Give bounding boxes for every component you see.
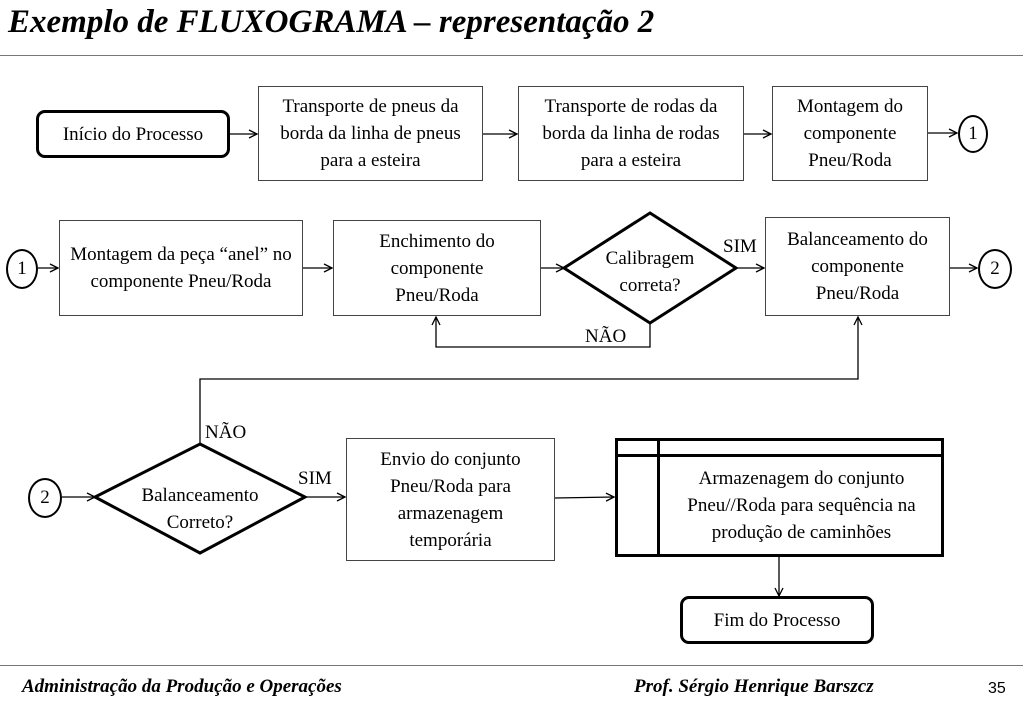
- filling-node: Enchimento do componente Pneu/Roda: [333, 220, 541, 316]
- page-number: 35: [988, 680, 1006, 697]
- balancing-no-label: NÃO: [205, 422, 247, 443]
- arrow-calibration-no-loop: [436, 317, 651, 348]
- storage-node: Armazenagem do conjunto Pneu//Roda para …: [615, 438, 944, 557]
- arrow-balancing-no-loop: [199, 317, 858, 451]
- calibration-decision-shape: [561, 211, 739, 325]
- transport-wheels-node: Transporte de rodas da borda da linha de…: [518, 86, 744, 181]
- assembly-ring-node: Montagem da peça “anel” no componente Pn…: [59, 220, 303, 316]
- transport-tires-node: Transporte de pneus da borda da linha de…: [258, 86, 483, 181]
- footer-course: Administração da Produção e Operações: [22, 676, 342, 697]
- storage-top-band: [618, 454, 941, 457]
- connector-1-in: 1: [6, 249, 38, 289]
- start-node: Início do Processo: [36, 110, 230, 158]
- storage-side-band: [657, 441, 660, 554]
- balancing-node: Balanceamento do componente Pneu/Roda: [765, 217, 950, 316]
- footer-divider: [0, 665, 1023, 666]
- calibration-yes-label: SIM: [723, 236, 757, 257]
- connector-2-out: 2: [978, 249, 1012, 289]
- title-divider: [0, 55, 1023, 56]
- assembly-component-node: Montagem do componente Pneu/Roda: [772, 86, 928, 181]
- connector-2-in: 2: [28, 478, 62, 518]
- arrow-shipping-to-storage: [554, 497, 614, 498]
- connector-1-out: 1: [958, 115, 988, 153]
- balancing-decision-shape: [91, 442, 309, 555]
- end-node: Fim do Processo: [680, 596, 874, 644]
- storage-label: Armazenagem do conjunto Pneu//Roda para …: [687, 468, 916, 543]
- calibration-decision-label: Calibragem correta?: [605, 248, 695, 296]
- calibration-no-label: NÃO: [585, 326, 627, 347]
- balancing-yes-label: SIM: [298, 468, 332, 489]
- page-title: Exemplo de FLUXOGRAMA – representação 2: [8, 4, 655, 40]
- balancing-decision-label: Balanceamento Correto?: [141, 485, 259, 533]
- shipping-node: Envio do conjunto Pneu/Roda para armazen…: [346, 438, 555, 561]
- footer-author: Prof. Sérgio Henrique Barszcz: [634, 676, 874, 697]
